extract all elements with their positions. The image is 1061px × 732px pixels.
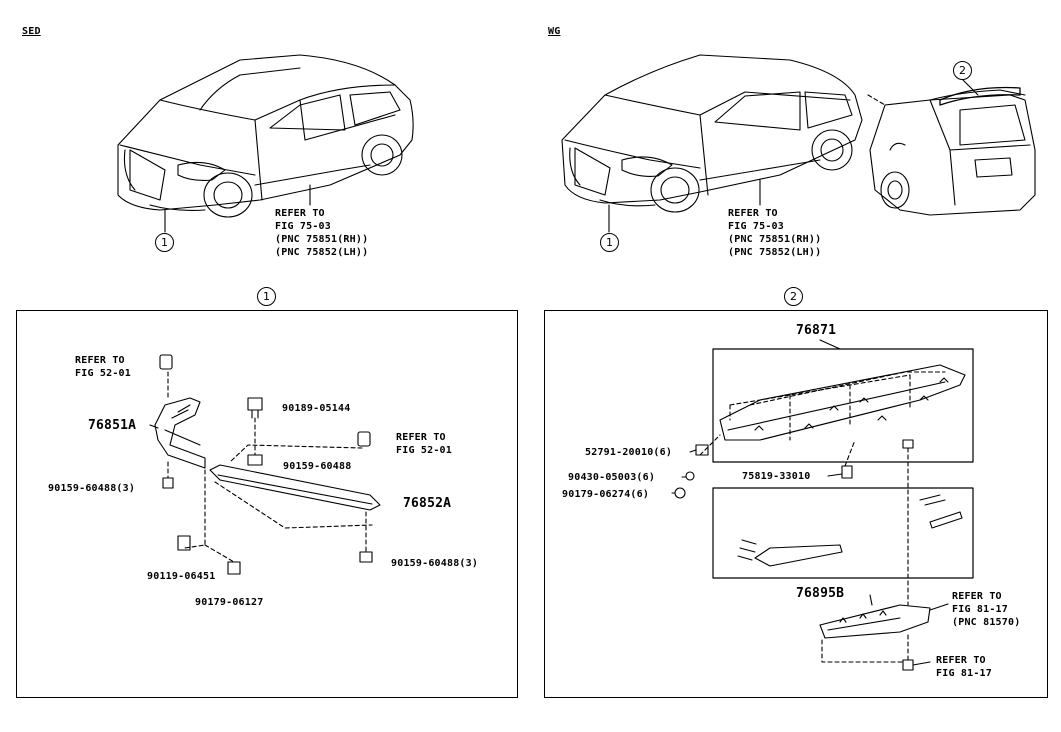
p2-refer-b-line-2: FIG 81-17 [936, 668, 992, 679]
wg-refer-line-2: FIG 75-03 [728, 221, 784, 232]
wg-rear-guide [867, 94, 886, 106]
wg-callout-1: 1 [600, 233, 619, 252]
wg-callout-2: 2 [953, 61, 972, 80]
sedan-illustration [117, 54, 414, 218]
part-76895b-label: 76895B [796, 586, 845, 601]
p2-refer-a-line-2: FIG 81-17 [952, 604, 1008, 615]
sed-callout-1: 1 [155, 233, 174, 252]
p2-refer-a-line-1: REFER TO [952, 591, 1002, 602]
panel-one [16, 310, 518, 698]
sed-section-label: SED [22, 26, 41, 37]
sed-refer-line-2: FIG 75-03 [275, 221, 331, 232]
wg-refer-line-1: REFER TO [728, 208, 778, 219]
p1-refer-right-line-1: REFER TO [396, 432, 446, 443]
wg-refer-line-4: (PNC 75852(LH)) [728, 247, 822, 258]
p2-refer-b-line-1: REFER TO [936, 655, 986, 666]
sed-refer-line-1: REFER TO [275, 208, 325, 219]
part-76852a-label: 76852A [403, 496, 452, 511]
part-90159-60488-label: 90159-60488 [283, 461, 352, 472]
wg-spoiler-leader [962, 79, 979, 96]
p1-refer-right-line-2: FIG 52-01 [396, 445, 452, 456]
part-90430-05003-label: 90430-05003(6) [568, 472, 656, 483]
part-90159-60488-3-left-label: 90159-60488(3) [48, 483, 136, 494]
part-90179-06127-label: 90179-06127 [195, 597, 264, 608]
panel-two-parts [671, 339, 974, 671]
wg-refer-line-3: (PNC 75851(RH)) [728, 234, 822, 245]
part-75819-33010-label: 75819-33010 [742, 471, 811, 482]
p1-refer-top-line-2: FIG 52-01 [75, 368, 131, 379]
wagon-illustration [561, 54, 863, 213]
panel-one-parts [149, 354, 381, 575]
panel-two [544, 310, 1048, 698]
panel-two-heading: 2 [784, 287, 803, 306]
sed-refer-line-3: (PNC 75851(RH)) [275, 234, 369, 245]
p1-refer-top-line-1: REFER TO [75, 355, 125, 366]
p2-refer-a-line-3: (PNC 81570) [952, 617, 1021, 628]
wg-section-label: WG [548, 26, 561, 37]
part-76851a-label: 76851A [88, 418, 137, 433]
part-90179-06274-label: 90179-06274(6) [562, 489, 650, 500]
part-90119-06451-label: 90119-06451 [147, 571, 216, 582]
part-90189-05144-label: 90189-05144 [282, 403, 351, 414]
part-76871-label: 76871 [796, 323, 837, 338]
part-52791-20010-label: 52791-20010(6) [585, 447, 673, 458]
panel-one-heading: 1 [257, 287, 276, 306]
sed-refer-line-4: (PNC 75852(LH)) [275, 247, 369, 258]
part-90159-60488-3-right-label: 90159-60488(3) [391, 558, 479, 569]
wagon-rear-illustration [869, 86, 1036, 216]
